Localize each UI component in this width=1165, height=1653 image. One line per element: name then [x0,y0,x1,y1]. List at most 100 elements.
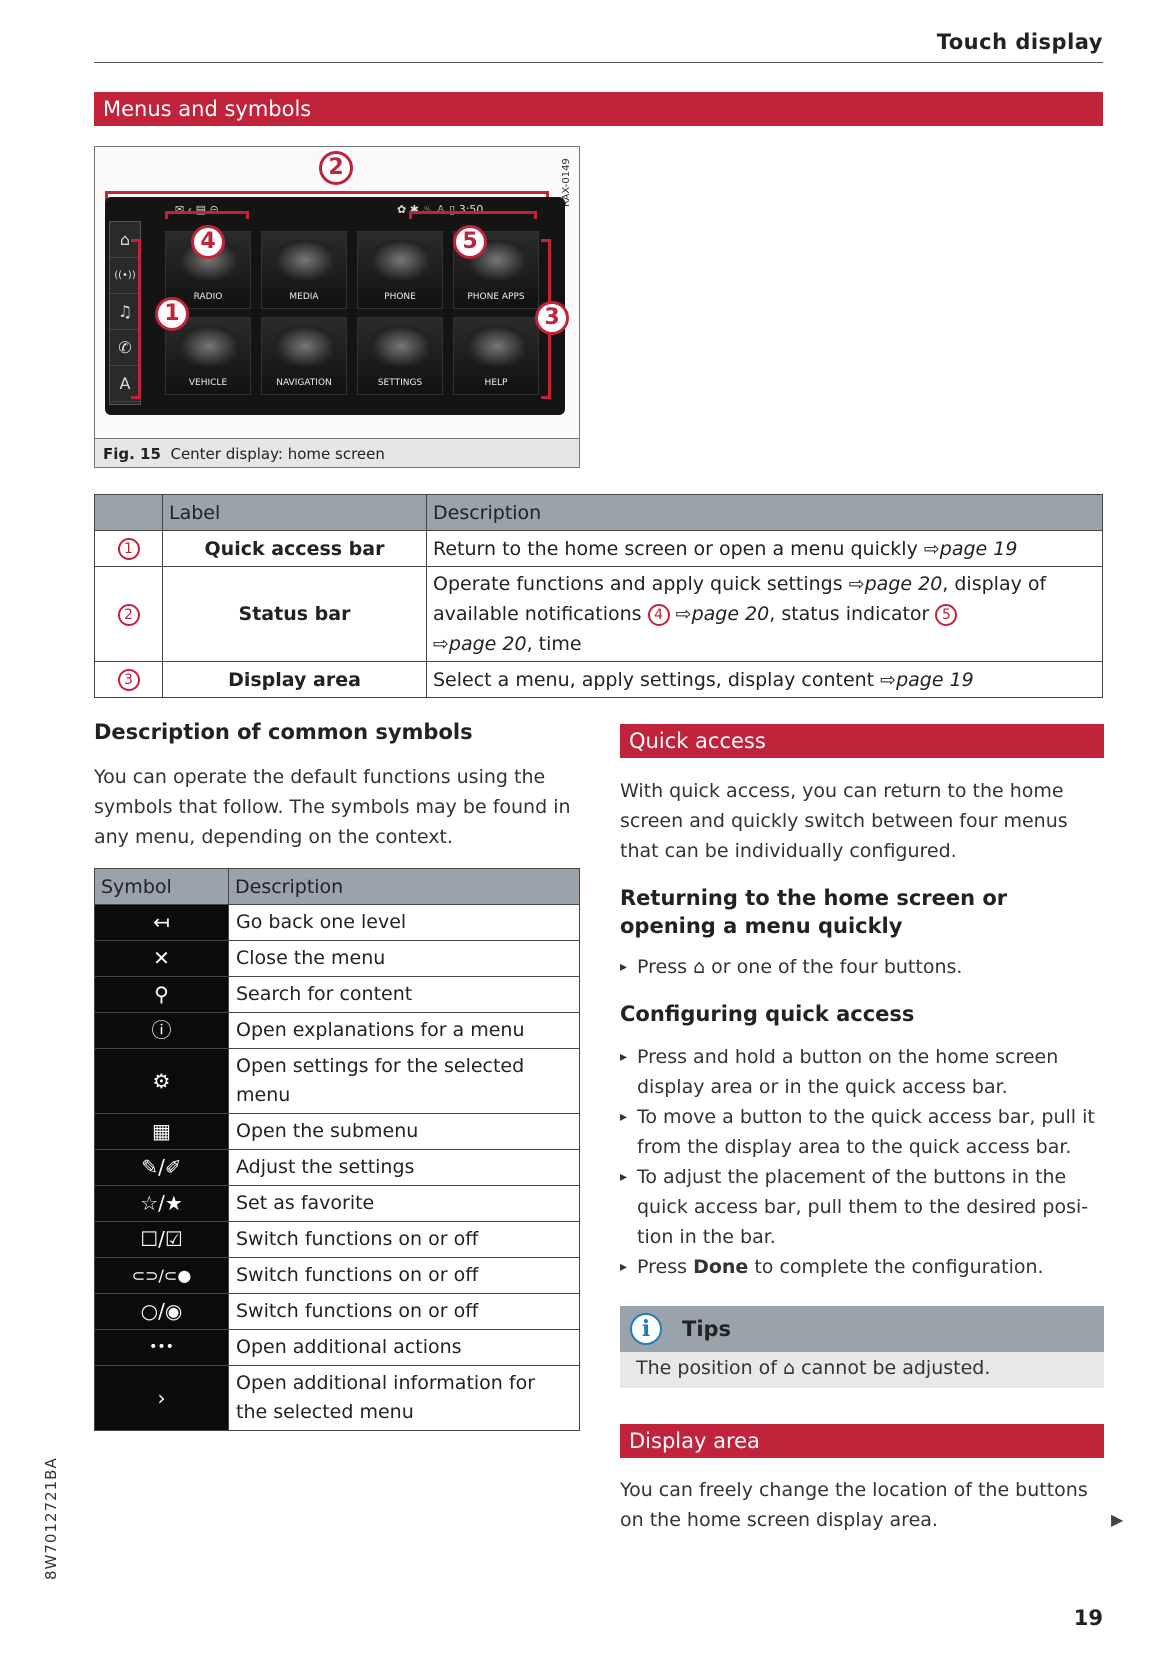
symbol-description: Switch functions on or off [228,1221,580,1258]
home-icon: ⌂ [110,222,140,258]
figure-caption-text: Center display: home screen [170,445,385,463]
tips-heading: Tips [682,1317,732,1341]
navigation-icon: A [110,366,140,402]
list-item: Press Done to complete the configuration… [620,1252,1100,1282]
page-number: 19 [1073,1606,1103,1630]
row-label: Quick access bar [162,530,427,567]
figure-caption: Fig. 15 Center display: home screen [103,445,385,463]
tile-settings: SETTINGS [357,317,443,395]
table-row: ✎/✐Adjust the settings [94,1149,580,1186]
figure-number: Fig. 15 [103,445,161,463]
returning-heading: Returning to the home screen or opening … [620,886,1008,938]
bracket-notifications [165,211,249,219]
symbol-description: Open additional information for the sele… [228,1365,580,1431]
tips-header: i Tips [620,1306,1104,1352]
common-symbols-intro: You can operate the default functions us… [94,766,571,848]
chevron-right-icon: › [94,1365,229,1431]
table-row: ›Open additional information for the sel… [94,1365,580,1431]
music-icon: ♫ [110,294,140,330]
returning-list: Press ⌂ or one of the four buttons. [620,952,1100,982]
tile-art [180,326,238,366]
header-rule [94,62,1103,63]
label-table-header: Label Description [94,494,1103,531]
callout-1: 1 [155,297,189,331]
row-label: Status bar [162,566,427,662]
label-table: Label Description 1 Quick access bar Ret… [94,494,1103,698]
page-ref-link[interactable]: page 19 [939,537,1018,560]
symbol-description: Go back one level [228,904,580,941]
tile-label: NAVIGATION [276,378,332,388]
tile-vehicle: VEHICLE [165,317,251,395]
symbol-description: Search for content [228,976,580,1013]
symbol-description: Open settings for the selected menu [228,1048,580,1114]
quick-access-intro: With quick access, you can return to the… [620,780,1068,862]
bracket-status-indicator [409,211,537,219]
config-heading: Configuring quick access [620,1002,915,1026]
table-row: ↤Go back one level [94,904,580,941]
bracket-status-bar [105,191,549,201]
symbol-description: Set as favorite [228,1185,580,1222]
tile-label: RADIO [193,292,223,302]
list-item: Press and hold a button on the home scre… [620,1042,1100,1102]
tile-label: HELP [484,378,508,388]
section-quick-access: Quick access [620,724,1104,758]
radio-icon: ((•)) [110,258,140,294]
row-description: Select a menu, apply settings, display c… [426,661,1103,698]
table-row: •••Open additional actions [94,1329,580,1366]
tile-help: HELP [453,317,539,395]
info-icon: i [630,1313,662,1345]
symbol-description: Adjust the settings [228,1149,580,1186]
back-icon: ↤ [94,904,229,941]
symbol-description: Close the menu [228,940,580,977]
list-item: To move a button to the quick access bar… [620,1102,1100,1162]
desc-text: , status indicator [769,603,930,625]
list-item: Press ⌂ or one of the four buttons. [620,952,1100,982]
desc-text: Operate functions and apply quick settin… [433,573,843,595]
header-label: Label [162,494,427,531]
table-row: ⚲Search for content [94,976,580,1013]
row-num: 3 [94,661,163,698]
common-symbols-heading: Description of common symbols [94,720,473,744]
tile-label: VEHICLE [188,378,228,388]
tips-body: The position of ⌂ cannot be adjusted. [620,1352,1104,1384]
edit-icon: ✎/✐ [94,1149,229,1186]
page-ref-link[interactable]: page 20 [864,573,943,595]
home-icon: ⌂ [693,956,706,978]
figure-image: RAX-0149 ✉ ‹ ▤ ⊝ ✿ ✱ ♨ ♙ ▯ 3:50 ⌂ ((•)) … [95,147,579,439]
tile-label: SETTINGS [377,378,423,388]
header-title: Touch display [936,30,1103,54]
tips-text: The position of [636,1357,777,1379]
phone-icon: ✆ [110,330,140,366]
config-list: Press and hold a button on the home scre… [620,1042,1100,1282]
step-text: or one of the four buttons. [711,956,963,978]
figure-home-screen: RAX-0149 ✉ ‹ ▤ ⊝ ✿ ✱ ♨ ♙ ▯ 3:50 ⌂ ((•)) … [94,146,580,468]
symbol-table: Symbol Description ↤Go back one level ✕C… [94,868,580,1431]
bracket-quick-access [131,239,141,399]
page-ref-link[interactable]: page 20 [448,633,527,655]
tile-art [468,326,526,366]
next-page-arrow-icon: ▶ [1111,1510,1124,1529]
step-text: Press [637,956,688,978]
tile-media: MEDIA [261,231,347,309]
desc-text: Select a menu, apply settings, display c… [433,668,875,691]
toggle-icon: ⊂⊃/⊂● [94,1257,229,1294]
desc-text: , time [526,633,582,655]
row-description: Operate functions and apply quick settin… [426,566,1103,662]
callout-4: 4 [191,225,225,259]
display-area-text: You can freely change the location of th… [620,1479,1088,1531]
page-ref-link[interactable]: page 20 [691,603,770,625]
home-icon: ⌂ [783,1357,796,1379]
page-ref-link[interactable]: page 19 [896,668,974,691]
submenu-icon: ▦ [94,1113,229,1150]
quick-access-bar: ⌂ ((•)) ♫ ✆ A [109,221,141,405]
center-display: ✉ ‹ ▤ ⊝ ✿ ✱ ♨ ♙ ▯ 3:50 ⌂ ((•)) ♫ ✆ A RAD… [105,197,565,415]
tile-art [372,326,430,366]
table-row: ○/◉Switch functions on or off [94,1293,580,1330]
callout-badge: 5 [935,603,958,626]
table-row: 3 Display area Select a menu, apply sett… [94,661,1103,698]
desc-text: Return to the home screen or open a menu… [433,537,918,560]
symbol-table-header: Symbol Description [94,868,580,905]
desc-text: , display of available notifications [433,573,1047,625]
symbol-description: Switch functions on or off [228,1257,580,1294]
